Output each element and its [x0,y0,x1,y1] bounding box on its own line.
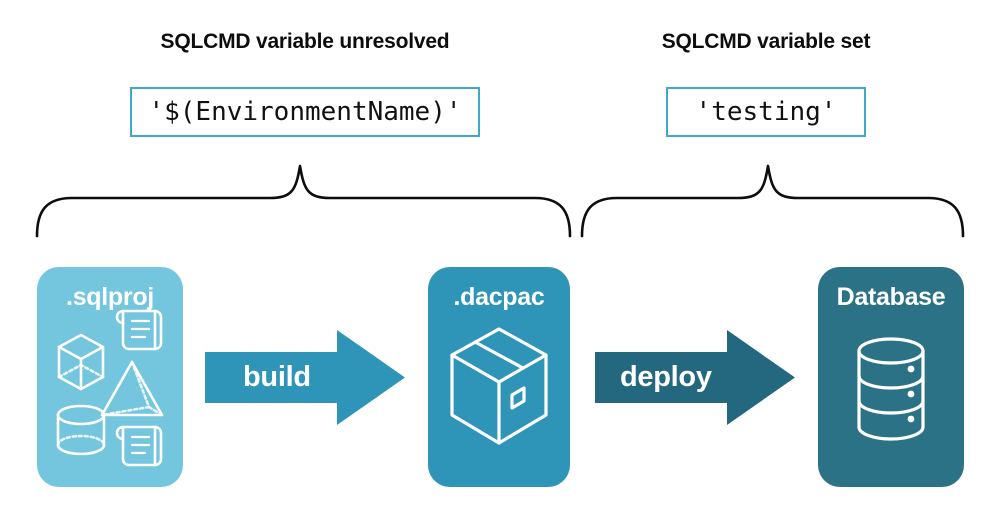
node-dacpac[interactable]: .dacpac [428,267,570,487]
build-arrow-label: build [243,361,311,393]
build-arrow-shape [205,330,405,425]
database-cylinder-icon [857,337,925,441]
build-arrow [205,330,405,425]
node-database-label: Database [836,283,946,311]
script-icon [115,309,163,351]
node-sqlproj[interactable]: .sqlproj [37,267,183,487]
deploy-arrow-shape [595,330,795,425]
deploy-arrow [595,330,795,425]
build-group-value-text: '$(EnvironmentName)' [148,97,462,127]
database-status-dots [907,365,915,423]
script-icon [115,425,163,467]
build-group-heading: SQLCMD variable unresolved [160,30,450,53]
build-group-value-box: '$(EnvironmentName)' [130,87,480,137]
node-sqlproj-label: .sqlproj [66,283,154,311]
node-database[interactable]: Database [818,267,964,487]
brace-connectors [35,164,965,238]
deploy-group-value-text: 'testing' [695,97,837,127]
deploy-arrow-label: deploy [620,361,712,393]
build-group-brace [35,164,572,238]
pyramid-icon [100,360,164,417]
node-dacpac-label: .dacpac [453,283,545,311]
cube-icon [57,333,105,391]
cylinder-icon [56,404,106,456]
deploy-group-brace [580,164,965,238]
deploy-group-heading: SQLCMD variable set [661,30,871,53]
package-box-icon [450,327,548,445]
deploy-group-value-box: 'testing' [666,87,866,137]
